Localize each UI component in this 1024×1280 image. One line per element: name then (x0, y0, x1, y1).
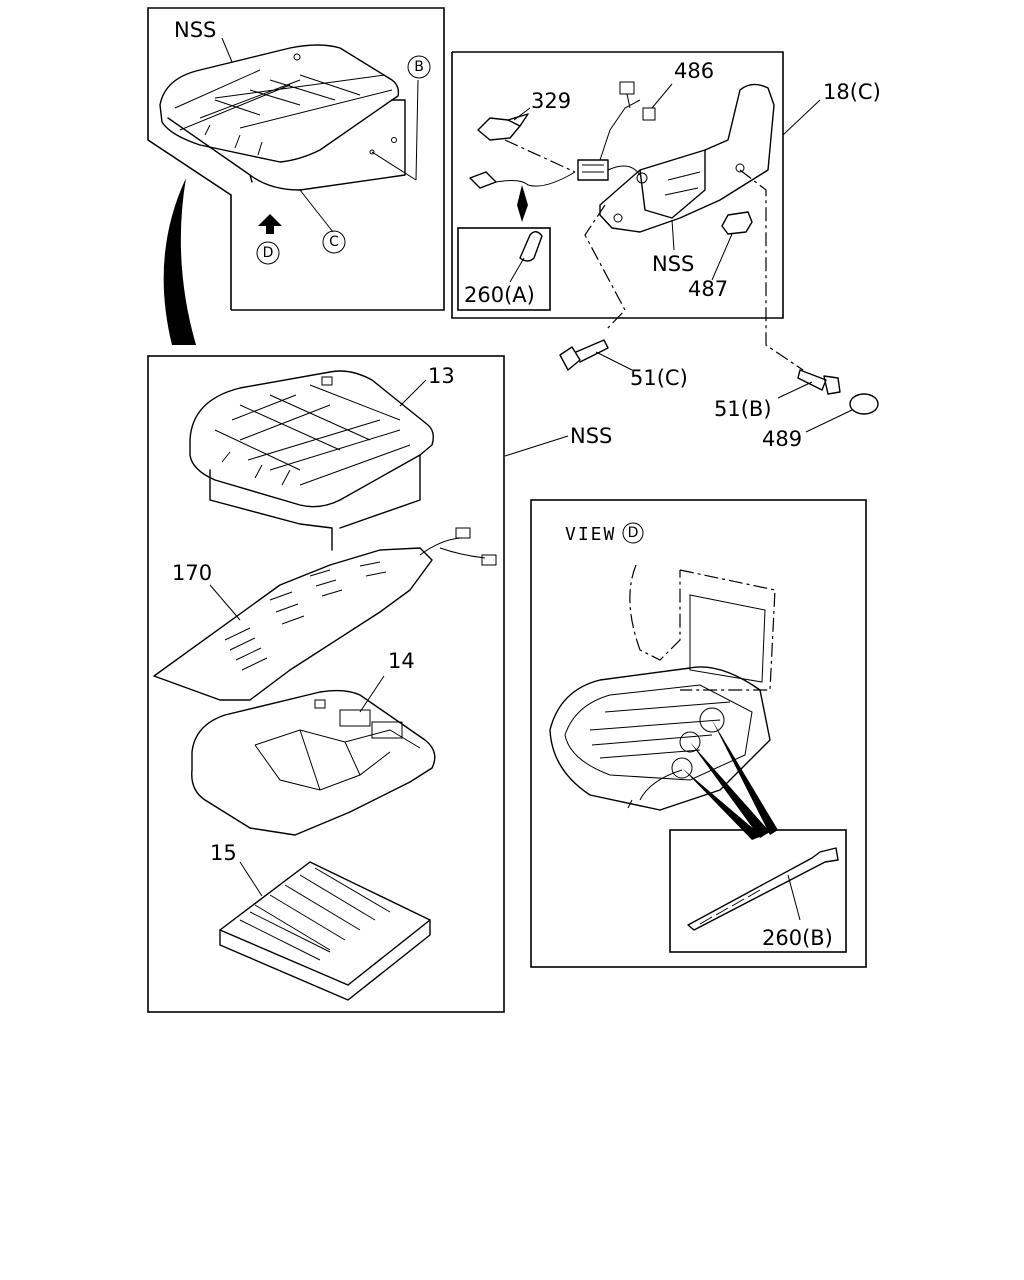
view-d-detail: VIEW D 260(B) (530, 499, 867, 968)
part-260a-label: 260(A) (464, 283, 535, 307)
seat-assembly-view: NSS B C D (147, 7, 445, 311)
clip-pointer-icon (517, 185, 528, 222)
side-cover-view: 329 486 18(C) NSS 487 260(A) (451, 51, 881, 371)
part-486-label: 486 (674, 59, 714, 83)
part-18c-label: 18(C) (823, 80, 881, 104)
callout-c-circle (322, 230, 346, 254)
part-13-label: 13 (428, 364, 455, 388)
nss-label-top: NSS (174, 18, 216, 42)
view-direction-arrow-icon (258, 214, 282, 234)
part-329-label: 329 (531, 89, 571, 113)
tie-pointer-icon (682, 720, 778, 840)
view-d-circle (622, 522, 644, 544)
part-487-label: 487 (688, 277, 728, 301)
view-label: VIEW (565, 524, 616, 545)
nss-label-side: NSS (652, 252, 694, 276)
view-d-circle-text: D (628, 525, 639, 541)
assembly-swoosh-arrow-icon (163, 178, 196, 345)
part-260b-label: 260(B) (762, 926, 833, 950)
exploded-cushion-view: 13 NSS 170 14 15 (147, 355, 612, 1013)
callout-d-text: D (263, 245, 274, 261)
callout-b-circle (407, 55, 431, 79)
part-51b-label: 51(B) (714, 397, 772, 421)
part-15-label: 15 (210, 841, 237, 865)
part-489-label: 489 (762, 427, 802, 451)
nss-label-main: NSS (570, 424, 612, 448)
part-51c-label: 51(C) (630, 366, 688, 390)
callout-d-circle (256, 241, 280, 265)
callout-c-text: C (329, 234, 339, 250)
part-170-label: 170 (172, 561, 212, 585)
fasteners: 51(C) 51(B) 489 (559, 339, 879, 451)
part-14-label: 14 (388, 649, 415, 673)
callout-b-text: B (414, 59, 424, 75)
